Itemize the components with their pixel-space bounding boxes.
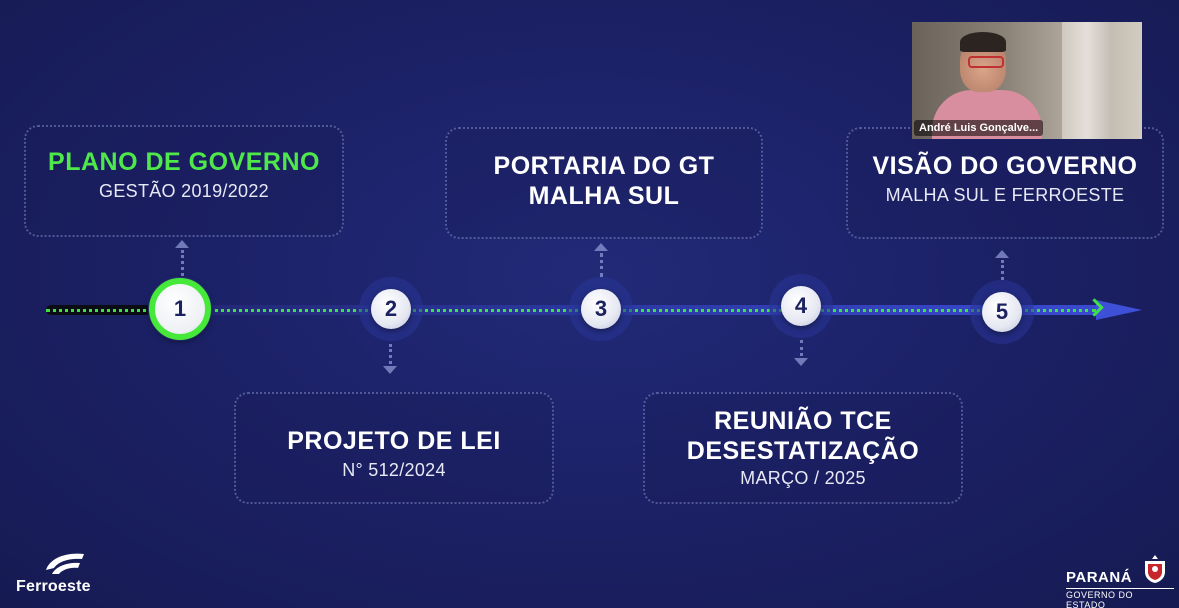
timeline-arrowhead xyxy=(1096,300,1142,320)
step-1-node: 1 xyxy=(148,277,212,341)
step-1-title: PLANO DE GOVERNO xyxy=(48,148,320,176)
ferroeste-mark-icon xyxy=(46,553,84,574)
step-4-connector xyxy=(800,340,803,356)
parana-state-name: PARANÁ xyxy=(1066,569,1133,586)
glasses-icon xyxy=(968,56,1004,68)
step-3-title-line1: PORTARIA DO GT xyxy=(493,152,715,180)
step-5-node: 5 xyxy=(970,280,1034,344)
arrow-up-icon xyxy=(175,240,189,248)
arrow-up-icon xyxy=(594,243,608,251)
step-2-connector xyxy=(389,344,392,364)
step-3-connector xyxy=(600,253,603,277)
step-5-card: VISÃO DO GOVERNO MALHA SUL E FERROESTE xyxy=(846,127,1164,239)
step-4-card: REUNIÃO TCE DESESTATIZAÇÃO MARÇO / 2025 xyxy=(643,392,963,504)
arrow-down-icon xyxy=(383,366,397,374)
step-5-subtitle: MALHA SUL E FERROESTE xyxy=(885,185,1125,205)
participant-name: André Luis Gonçalve... xyxy=(914,120,1044,136)
step-4-title-line2: DESESTATIZAÇÃO xyxy=(686,437,920,465)
step-5-title: VISÃO DO GOVERNO xyxy=(872,152,1138,180)
step-1-card: PLANO DE GOVERNO GESTÃO 2019/2022 xyxy=(24,125,344,237)
step-1-number: 1 xyxy=(149,278,211,340)
step-2-node: 2 xyxy=(359,277,423,341)
arrow-up-icon xyxy=(995,250,1009,258)
step-1-connector xyxy=(181,250,184,276)
step-5-connector xyxy=(1001,260,1004,280)
step-3-number: 3 xyxy=(581,289,621,329)
ferroeste-logo: Ferroeste xyxy=(16,548,106,600)
coat-of-arms-icon xyxy=(1145,555,1165,583)
parana-gov-label: GOVERNO DO ESTADO xyxy=(1066,588,1174,608)
parana-logo: PARANÁ GOVERNO DO ESTADO xyxy=(1064,552,1174,608)
step-4-node: 4 xyxy=(769,274,833,338)
step-4-title-line1: REUNIÃO TCE xyxy=(714,407,892,435)
step-5-number: 5 xyxy=(982,292,1022,332)
step-4-subtitle: MARÇO / 2025 xyxy=(740,468,866,488)
step-2-subtitle: N° 512/2024 xyxy=(342,460,446,480)
step-3-title-line2: MALHA SUL xyxy=(528,182,680,210)
step-2-card: PROJETO DE LEI N° 512/2024 xyxy=(234,392,554,504)
step-1-subtitle: GESTÃO 2019/2022 xyxy=(99,181,269,201)
arrow-down-icon xyxy=(794,358,808,366)
step-2-title: PROJETO DE LEI xyxy=(287,427,501,455)
participant-video-tile[interactable]: André Luis Gonçalve... xyxy=(912,22,1142,139)
step-3-card: PORTARIA DO GT MALHA SUL xyxy=(445,127,763,239)
step-2-number: 2 xyxy=(371,289,411,329)
ferroeste-wordmark: Ferroeste xyxy=(16,578,91,595)
step-4-number: 4 xyxy=(781,286,821,326)
step-3-node: 3 xyxy=(569,277,633,341)
